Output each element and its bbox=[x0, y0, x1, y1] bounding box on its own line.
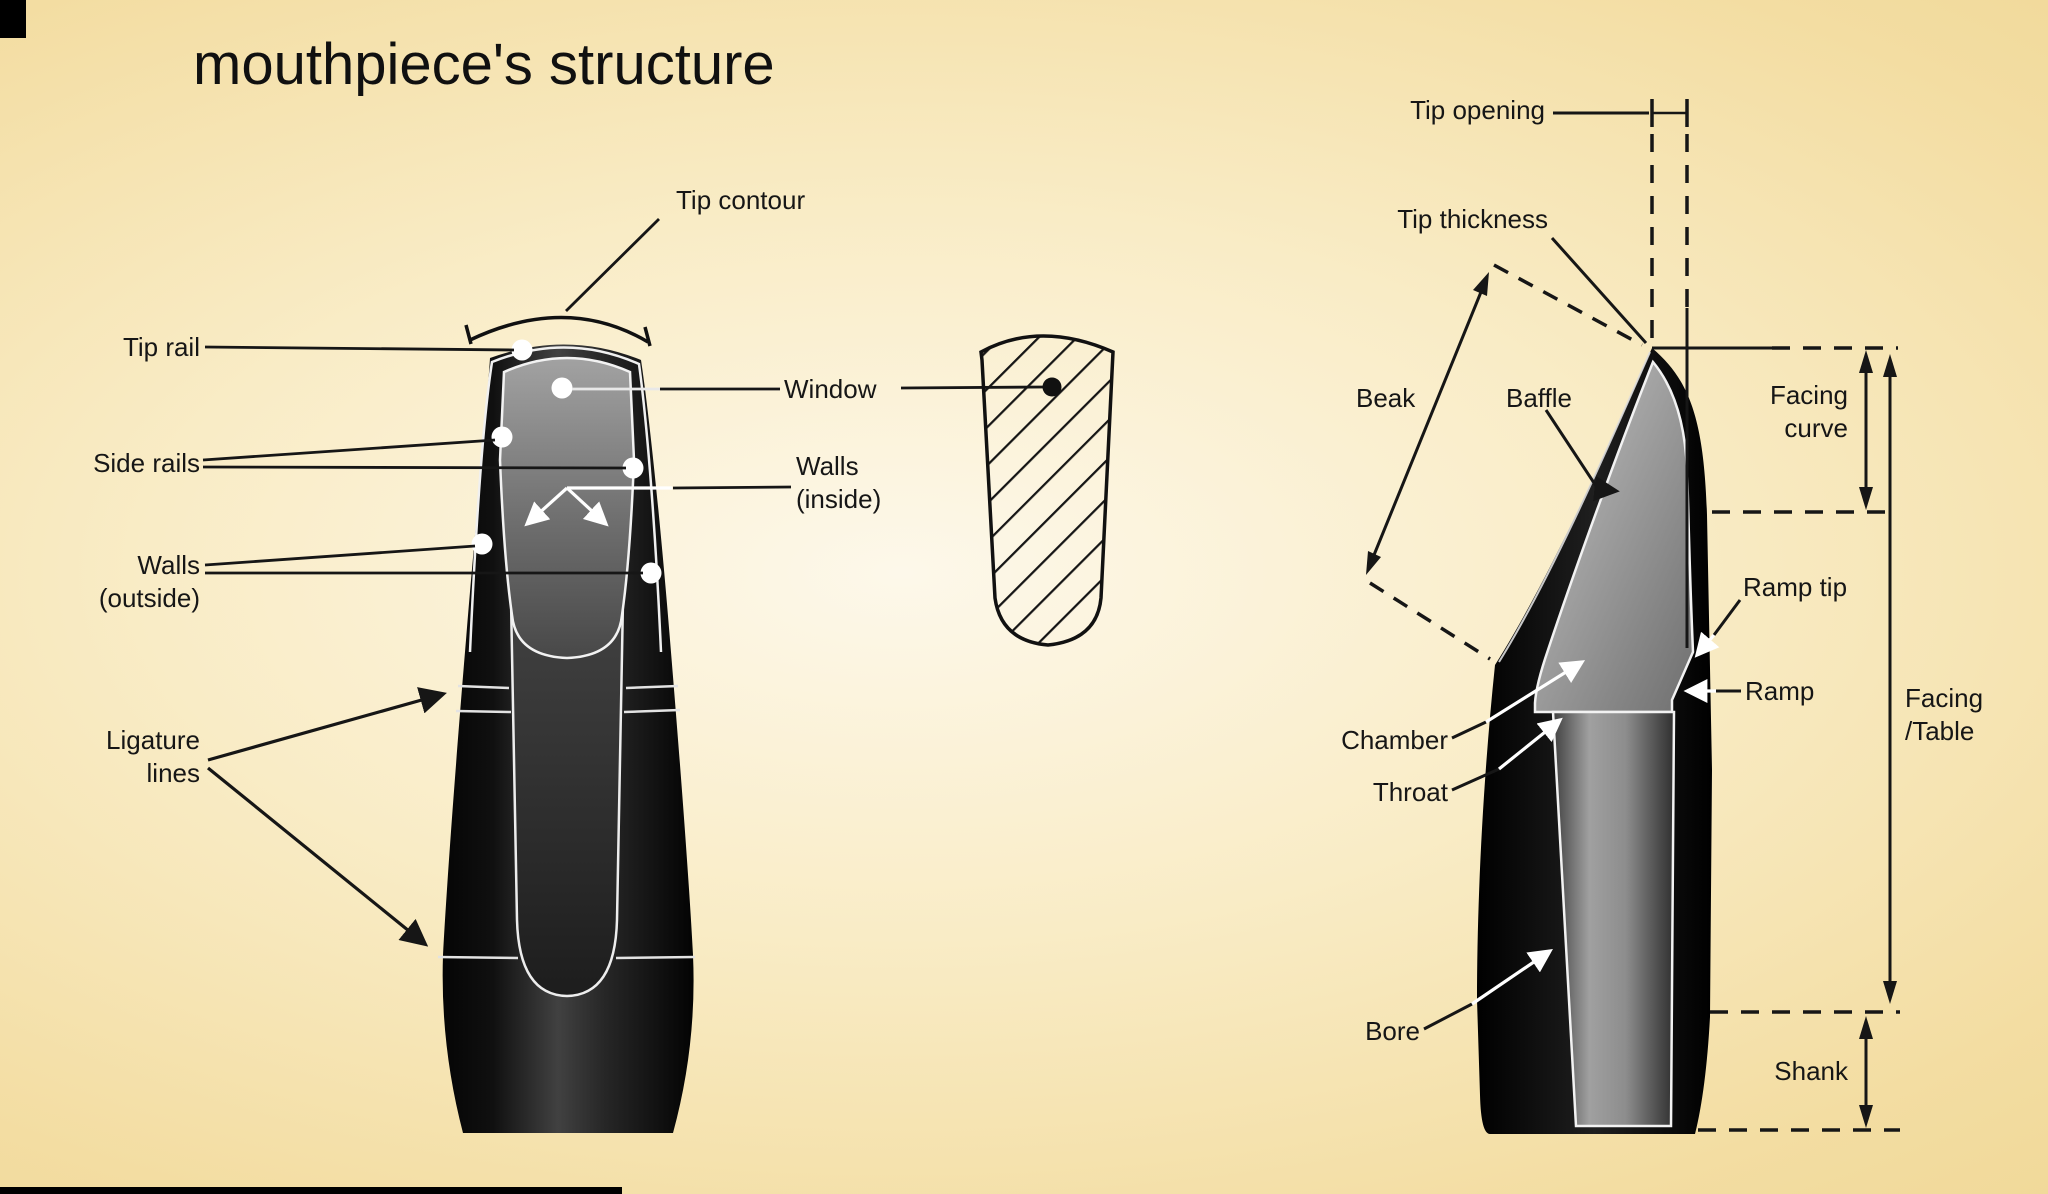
tip-contour-arc bbox=[469, 315, 649, 344]
beak-edge-highlight bbox=[1498, 351, 1651, 663]
label-side-rails: Side rails bbox=[93, 448, 200, 478]
label-beak: Beak bbox=[1356, 383, 1416, 413]
tip-contour-arc-ticks bbox=[464, 324, 652, 347]
label-tip-opening: Tip opening bbox=[1410, 95, 1545, 125]
label-facing-curve: Facing curve bbox=[1769, 380, 1848, 443]
ligature-arrow-lower bbox=[206, 766, 429, 947]
scan-artifact-corner bbox=[0, 0, 26, 38]
front-rail-outline bbox=[468, 346, 663, 653]
label-shank: Shank bbox=[1774, 1056, 1848, 1086]
label-facing-table: Facing /Table bbox=[1905, 683, 1984, 746]
side-view-mouthpiece bbox=[1366, 99, 1900, 1134]
reed-outline bbox=[979, 334, 1115, 647]
front-window bbox=[498, 356, 636, 660]
reed-cross-section bbox=[979, 334, 1115, 647]
anchor-dots bbox=[471, 339, 662, 584]
label-tip-contour: Tip contour bbox=[676, 185, 806, 215]
ligature-lines bbox=[437, 684, 696, 960]
label-tip-thickness: Tip thickness bbox=[1397, 204, 1548, 234]
label-walls-inside: Walls (inside) bbox=[796, 451, 882, 514]
page-title: mouthpiece's structure bbox=[193, 32, 775, 97]
front-pointer-lines bbox=[202, 218, 1046, 575]
label-throat: Throat bbox=[1372, 777, 1448, 807]
walls-inside-arrow-right bbox=[565, 486, 609, 527]
label-walls-outside: Walls (outside) bbox=[98, 550, 200, 613]
measurement-arrows bbox=[1366, 272, 1897, 1128]
label-tip-rail: Tip rail bbox=[122, 332, 200, 362]
label-window: Window bbox=[784, 374, 877, 404]
label-ramp: Ramp bbox=[1745, 676, 1815, 706]
front-table-column bbox=[509, 598, 625, 998]
side-construction-lines bbox=[1369, 99, 1900, 1132]
scan-artifact-bottom bbox=[0, 1187, 622, 1194]
label-bore: Bore bbox=[1365, 1016, 1420, 1046]
window-anchor-dot bbox=[1042, 377, 1062, 397]
side-bore bbox=[1551, 710, 1676, 1128]
label-baffle: Baffle bbox=[1506, 383, 1573, 413]
ligature-arrow-upper bbox=[207, 687, 447, 762]
side-white-arrows bbox=[1423, 599, 1742, 1031]
front-view-mouthpiece bbox=[202, 218, 1046, 1133]
label-chamber: Chamber bbox=[1341, 725, 1448, 755]
label-ligature-lines: Ligature lines bbox=[106, 725, 200, 788]
label-ramp-tip: Ramp tip bbox=[1743, 572, 1848, 602]
walls-inside-arrow-left bbox=[524, 486, 569, 527]
